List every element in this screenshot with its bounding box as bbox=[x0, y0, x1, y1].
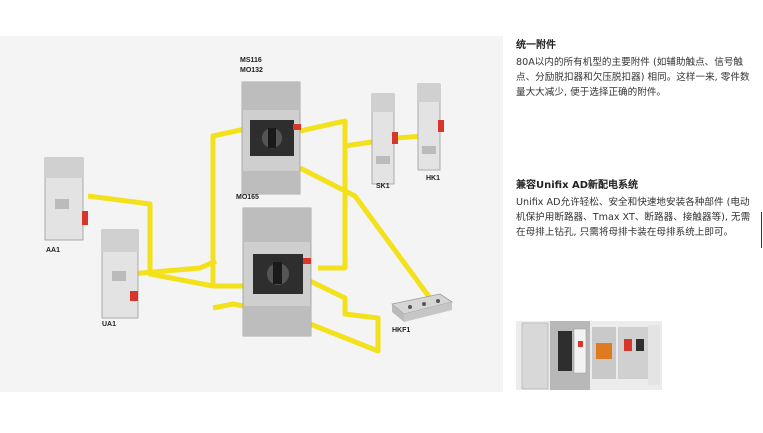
margin-bar bbox=[761, 212, 762, 248]
label-hkf1: HKF1 bbox=[392, 327, 411, 334]
section-title: 统一附件 bbox=[516, 40, 556, 51]
connector-right bbox=[299, 118, 348, 271]
label-hk1: HK1 bbox=[426, 175, 441, 182]
section-unified-accessories: 统一附件 80A以内的所有机型的主要附件 (如辅助触点、信号触点、分励脱扣器和欠… bbox=[516, 36, 751, 100]
ms116-device bbox=[241, 81, 301, 195]
diagram-graphic bbox=[44, 81, 453, 354]
label-sk1: SK1 bbox=[376, 183, 390, 190]
mo165-device bbox=[242, 207, 312, 337]
connector-lines bbox=[87, 118, 433, 354]
section-title: 兼容Unifix AD新配电系统 bbox=[516, 180, 639, 191]
accessory-diagram: MS116 MO132 MO165 SK1 HK1 AA1 UA1 HKF1 bbox=[0, 36, 503, 392]
hkf1-device bbox=[391, 293, 453, 322]
section-body: Unifix AD允许轻松、安全和快速地安装各种部件 (电动机保护用断路器、Tm… bbox=[516, 197, 751, 238]
section-body: 80A以内的所有机型的主要附件 (如辅助触点、信号触点、分励脱扣器和欠压脱扣器)… bbox=[516, 57, 750, 98]
sk1-device bbox=[371, 93, 398, 185]
ua1-device bbox=[101, 229, 139, 319]
connector-aa1 bbox=[87, 126, 246, 289]
label-aa1: AA1 bbox=[46, 247, 61, 254]
connector-hkf1 bbox=[298, 165, 433, 300]
label-mo165: MO165 bbox=[236, 194, 259, 201]
section-unifix: 兼容Unifix AD新配电系统 Unifix AD允许轻松、安全和快速地安装各… bbox=[516, 176, 751, 240]
photo-graphic bbox=[516, 321, 662, 390]
label-ua1: UA1 bbox=[102, 321, 117, 328]
unifix-photo bbox=[516, 321, 662, 390]
hk1-device bbox=[417, 83, 444, 171]
aa1-device bbox=[44, 157, 88, 241]
label-mo132: MO132 bbox=[240, 67, 263, 74]
connector-ua1 bbox=[129, 258, 218, 277]
label-ms116: MS116 bbox=[240, 57, 262, 64]
